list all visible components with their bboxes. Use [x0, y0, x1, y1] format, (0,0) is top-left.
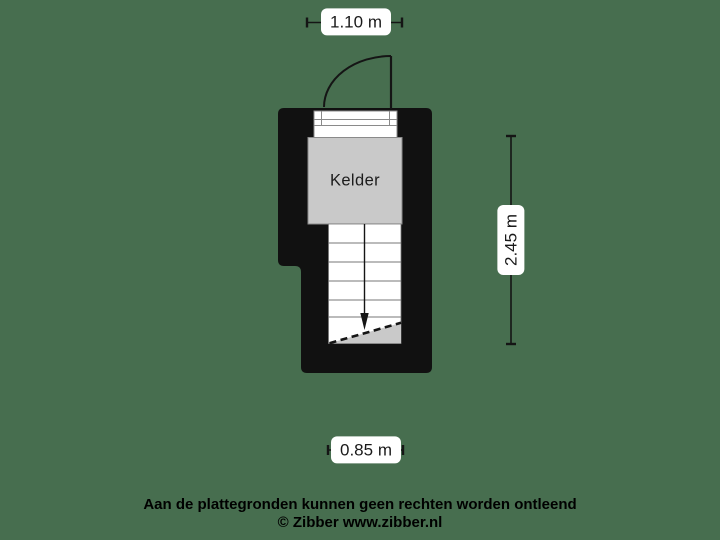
footer: Aan de plattegronden kunnen geen rechten… — [0, 496, 720, 531]
door-opening — [313, 110, 398, 138]
door-swing-arc — [323, 55, 392, 108]
room-kelder — [307, 137, 403, 225]
dimension-label-bottom: 0.85 m — [331, 436, 401, 464]
staircase — [328, 223, 402, 345]
stair-break-line — [329, 321, 402, 345]
dimension-label-top: 1.10 m — [321, 8, 391, 36]
stairs-down-arrow-icon — [360, 313, 369, 330]
copyright-text: © Zibber www.zibber.nl — [277, 513, 443, 531]
room-name-label: Kelder — [329, 171, 381, 190]
disclaimer-text: Aan de plattegronden kunnen geen rechten… — [143, 496, 577, 513]
dimension-label-right: 2.45 m — [497, 205, 525, 275]
